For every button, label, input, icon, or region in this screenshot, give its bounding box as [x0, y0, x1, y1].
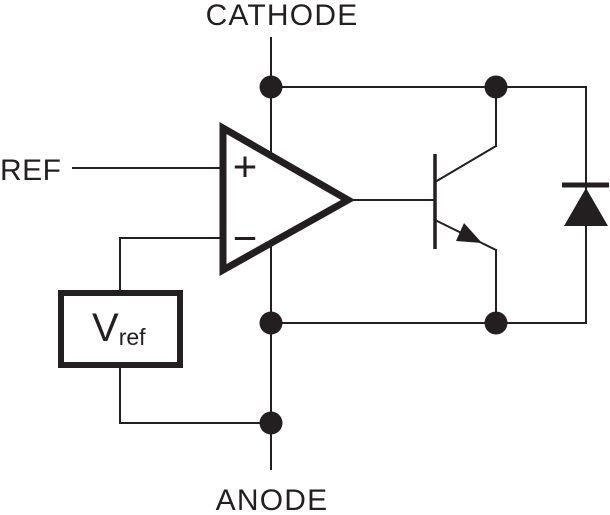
anode-terminal-label: ANODE: [216, 484, 329, 515]
diode: [562, 182, 609, 226]
vref-box: [58, 290, 183, 368]
opamp-triangle-symbol: [219, 121, 356, 276]
ref-terminal-label: REF: [0, 154, 62, 187]
opamp-noninverting-input-label: +: [233, 143, 258, 190]
junction-dots: [259, 75, 508, 435]
vref-label: Vref: [92, 306, 146, 350]
vref-block: Vref: [58, 290, 183, 368]
cathode-terminal-label: CATHODE: [206, 0, 359, 32]
junction-dot-collector: [484, 75, 508, 99]
junction-dot-bottom-left: [259, 311, 283, 335]
terminal-labels: CATHODE REF ANODE: [0, 0, 359, 515]
opamp-inverting-input-label: −: [233, 215, 258, 262]
npn-transistor: [433, 154, 482, 249]
opamp: + −: [219, 121, 356, 276]
transistor-emitter-arrow-icon: [456, 223, 482, 243]
vref-label-base: V: [92, 306, 119, 350]
vref-label-subscript: ref: [119, 324, 146, 350]
junction-dot-cathode: [259, 75, 283, 99]
junction-dot-anode: [259, 411, 283, 435]
junction-dot-emitter: [484, 311, 508, 335]
wire-collector-diagonal: [434, 145, 497, 183]
diode-triangle-icon: [564, 188, 608, 226]
wires: [72, 37, 587, 470]
